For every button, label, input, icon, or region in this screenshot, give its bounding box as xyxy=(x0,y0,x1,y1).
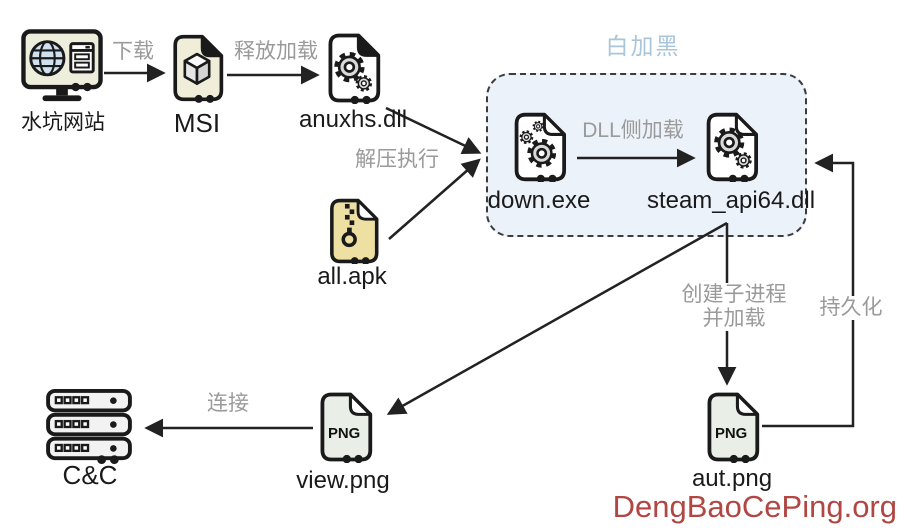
watering-hole-website-icon xyxy=(20,28,104,108)
edge-label-dll-sideload: DLL侧加载 xyxy=(582,119,684,142)
all-apk-zip-file-icon xyxy=(324,198,382,264)
node-label-down-exe: down.exe xyxy=(487,187,591,214)
view-png-file-icon: PNG xyxy=(317,391,373,463)
node-label-view-png: view.png xyxy=(296,467,390,494)
steam-api64-dll-file-icon xyxy=(703,112,759,182)
edge-label-persistence: 持久化 xyxy=(815,296,887,321)
node-label-website: 水坑网站 xyxy=(21,111,105,134)
edge-label-create-child-line2: 并加载 xyxy=(702,307,766,331)
edge-label-connect: 连接 xyxy=(207,392,249,415)
watermark-text: DengBaoCePing.org xyxy=(612,489,897,524)
edge-apk-into-box-arrow xyxy=(388,158,481,240)
aut-png-file-icon: PNG xyxy=(704,391,760,463)
group-title: 白加黑 xyxy=(605,33,681,59)
edge-label-create-child: 创建子进程 并加载 xyxy=(677,283,791,332)
node-label-steam-api64-dll: steam_api64.dll xyxy=(646,187,816,214)
cc-server-icon xyxy=(45,388,133,464)
edge-label-release-load: 释放加载 xyxy=(234,40,318,63)
edge-label-create-child-line1: 创建子进程 xyxy=(681,283,787,306)
node-label-anuxhs-dll: anuxhs.dll xyxy=(298,106,408,133)
edge-label-download: 下载 xyxy=(112,40,154,63)
png-badge-text: PNG xyxy=(715,426,747,442)
edge-label-unzip-execute: 解压执行 xyxy=(355,148,439,171)
node-label-cc: C&C xyxy=(62,460,118,490)
node-label-all-apk: all.apk xyxy=(317,263,387,290)
msi-file-icon xyxy=(170,33,224,103)
anuxhs-dll-file-icon xyxy=(325,32,381,104)
edge-drop-view-png-arrow xyxy=(386,221,728,415)
down-exe-file-icon xyxy=(511,112,567,182)
node-label-msi: MSI xyxy=(173,108,221,138)
node-label-aut-png: aut.png xyxy=(691,465,773,492)
png-badge-text: PNG xyxy=(328,426,360,442)
